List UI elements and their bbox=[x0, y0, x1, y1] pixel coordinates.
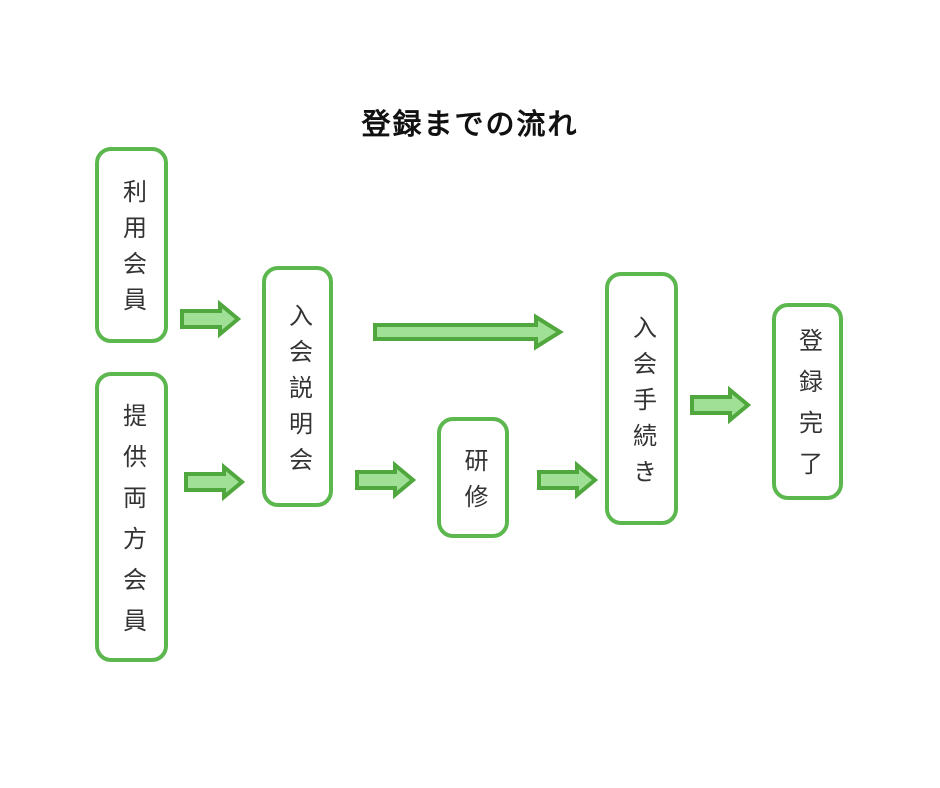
diagram-title: 登録までの流れ bbox=[361, 109, 579, 141]
node-riyou-kaiin: 利用会員 bbox=[95, 147, 168, 343]
arrow-tetsuzuki-to-kanryou-icon bbox=[690, 385, 752, 425]
node-teikyou-ryouhou-kaiin: 提供両方会員 bbox=[95, 372, 168, 662]
arrow-setsumeikai-to-tetsuzuki-icon bbox=[373, 313, 564, 351]
node-touroku-kanryou: 登録完了 bbox=[772, 303, 843, 500]
arrow-setsumeikai-to-kenshuu-icon bbox=[355, 460, 417, 500]
node-label: 利用会員 bbox=[118, 179, 146, 323]
node-label: 入会手続き bbox=[628, 314, 656, 495]
node-label: 入会説明会 bbox=[284, 302, 312, 483]
node-kenshuu: 研修 bbox=[437, 417, 509, 538]
node-nyuukai-tetsuzuki: 入会手続き bbox=[605, 272, 678, 525]
arrow-teikyou-to-setsumeikai-icon bbox=[184, 462, 246, 502]
node-nyuukai-setsumeikai: 入会説明会 bbox=[262, 266, 333, 507]
arrow-kenshuu-to-tetsuzuki-icon bbox=[537, 460, 599, 500]
node-label: 登録完了 bbox=[794, 328, 822, 492]
arrow-riyou-to-setsumeikai-icon bbox=[180, 299, 242, 339]
node-label: 提供両方会員 bbox=[118, 402, 146, 649]
node-label: 研修 bbox=[460, 447, 487, 520]
